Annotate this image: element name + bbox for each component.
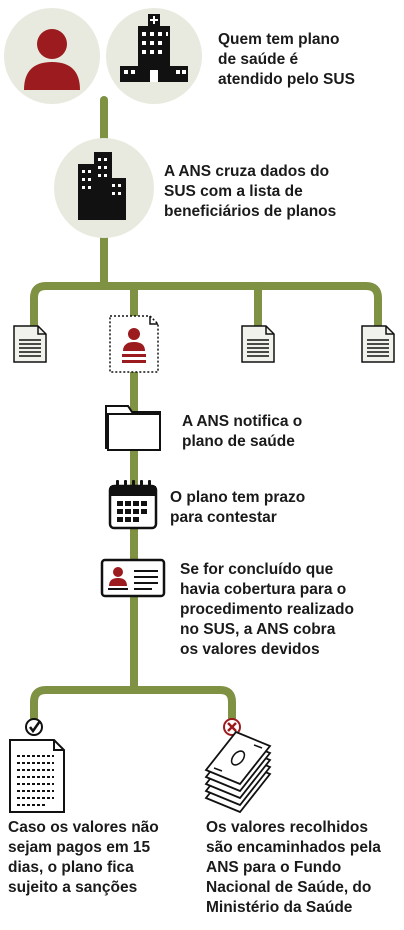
document-icon xyxy=(361,325,395,363)
hospital-node xyxy=(106,8,202,104)
id-card-icon xyxy=(100,558,166,598)
building-icon xyxy=(78,152,126,220)
branch-bar-top xyxy=(30,282,382,330)
check-icon xyxy=(25,718,43,736)
hospital-icon xyxy=(120,14,188,82)
money-icon xyxy=(204,730,272,814)
step-contest-text: O plano tem prazo para contestar xyxy=(170,489,306,526)
document-icon xyxy=(13,325,47,363)
outcome-sanctions-text: Caso os valores não sejam pagos em 15 di… xyxy=(8,819,159,896)
ans-node xyxy=(54,138,154,238)
folder-icon xyxy=(105,405,161,451)
step-notify-text: A ANS notifica o plano de saúde xyxy=(182,413,303,450)
calendar-icon xyxy=(108,480,158,530)
step-charge-text: Se for concluído que havia cobertura par… xyxy=(180,561,354,658)
list-document-icon xyxy=(9,739,65,813)
step-ans-crossing-text: A ANS cruza dados do SUS com a lista de … xyxy=(164,163,337,220)
step-patient-text: Quem tem plano de saúde é atendido pelo … xyxy=(218,31,355,88)
document-icon xyxy=(241,325,275,363)
outcome-fund-text: Os valores recolhidos são encaminhados p… xyxy=(206,819,381,916)
person-icon xyxy=(24,29,80,90)
cross-icon xyxy=(223,718,241,736)
branch-bar-bottom xyxy=(30,686,236,722)
patient-node xyxy=(4,8,100,104)
profile-document-icon xyxy=(109,315,159,373)
